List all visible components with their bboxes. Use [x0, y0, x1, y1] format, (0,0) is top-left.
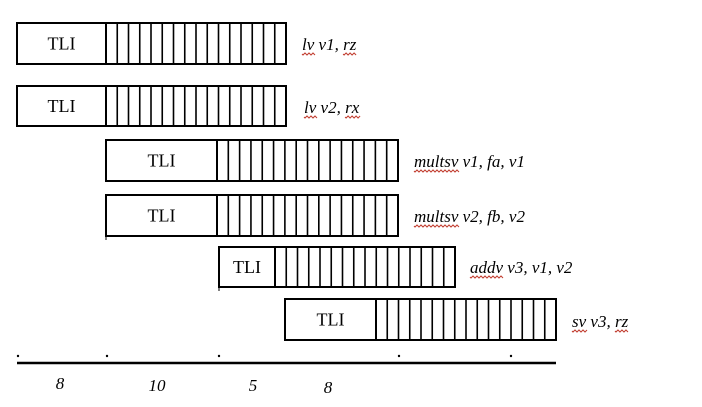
tli-label: TLI: [317, 310, 345, 330]
instruction-row-1: TLI lv v1, rz: [16, 22, 357, 65]
instruction-row-6: TLI sv v3, rz: [284, 298, 629, 341]
spellcheck-squiggle: [469, 275, 504, 279]
spellcheck-squiggle: [413, 169, 460, 173]
instruction-token: v1, fa, v1: [458, 152, 525, 171]
instruction-row-3: TLI multsv v1, fa, v1: [105, 139, 525, 182]
instruction-token: lv: [302, 35, 315, 54]
spellcheck-squiggle: [301, 52, 316, 56]
instruction-label: sv v3, rz: [572, 312, 629, 331]
tli-block: [105, 194, 218, 237]
tli-block: [105, 139, 218, 182]
axis-tick-dot: [397, 354, 401, 358]
axis-tick-dot: [509, 354, 513, 358]
spellcheck-squiggle: [571, 329, 588, 333]
instruction-label: lv v1, rz: [302, 35, 357, 54]
axis-interval-label: 8: [324, 378, 333, 397]
axis-tick-dot: [16, 354, 20, 358]
instruction-token: v3, v1, v2: [503, 258, 573, 277]
instruction-token: v3,: [586, 312, 615, 331]
tli-block: [16, 85, 107, 127]
instruction-token: multsv: [414, 152, 459, 171]
instruction-token: v2,: [316, 98, 345, 117]
axis-interval-label: 8: [56, 374, 65, 393]
instruction-token: addv: [470, 258, 504, 277]
spellcheck-squiggle: [413, 224, 460, 228]
instruction-row-4: TLI multsv v2, fb, v2: [105, 194, 525, 237]
tli-block: [16, 22, 107, 65]
axis-interval-label: 5: [249, 376, 258, 395]
axis-interval-label: 10: [149, 376, 167, 395]
time-axis: 8 10 5 8: [16, 237, 556, 397]
spellcheck-squiggle: [614, 329, 629, 333]
spellcheck-squiggle: [303, 115, 318, 119]
tli-label: TLI: [148, 151, 176, 171]
tli-label: TLI: [233, 257, 261, 277]
instruction-token: lv: [304, 98, 317, 117]
instruction-token: v2, fb, v2: [458, 207, 525, 226]
instruction-label: multsv v1, fa, v1: [414, 152, 525, 171]
instruction-token: multsv: [414, 207, 459, 226]
tli-label: TLI: [148, 206, 176, 226]
instruction-token: rz: [343, 35, 357, 54]
axis-tick-dot: [217, 354, 221, 358]
spellcheck-squiggle: [344, 115, 361, 119]
instruction-token: sv: [572, 312, 587, 331]
instruction-row-2: TLI lv v2, rx: [16, 85, 361, 127]
instruction-token: rz: [615, 312, 629, 331]
spellcheck-squiggle: [342, 52, 357, 56]
instruction-token: rx: [345, 98, 360, 117]
instruction-label: multsv v2, fb, v2: [414, 207, 525, 226]
axis-tick-dot: [105, 354, 109, 358]
instruction-label: lv v2, rx: [304, 98, 360, 117]
tli-label: TLI: [48, 34, 76, 54]
tli-label: TLI: [48, 96, 76, 116]
instruction-row-5: TLI addv v3, v1, v2: [218, 246, 573, 288]
instruction-token: v1,: [314, 35, 343, 54]
instruction-label: addv v3, v1, v2: [470, 258, 573, 277]
